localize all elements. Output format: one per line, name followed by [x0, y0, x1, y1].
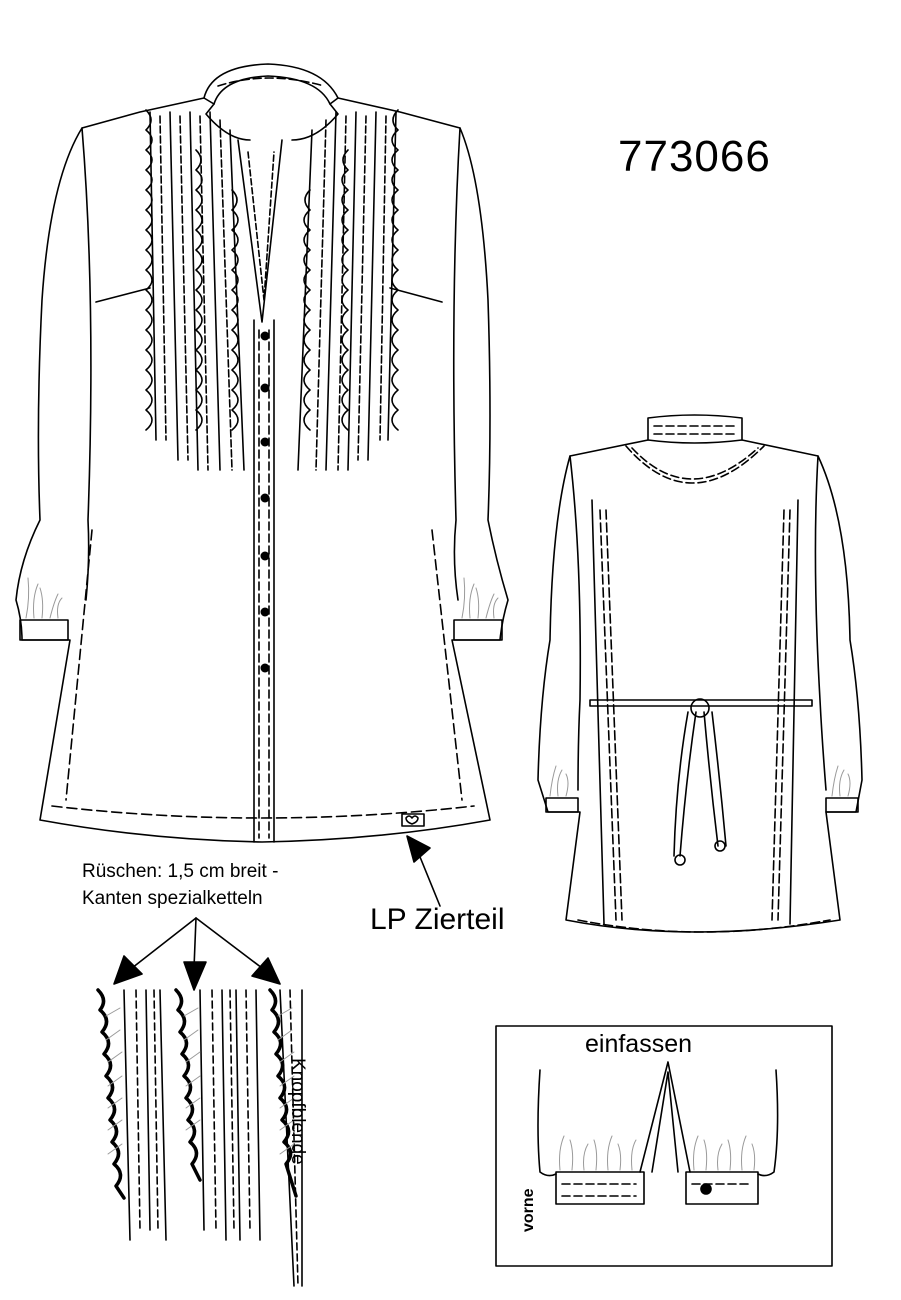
lp-arrow [406, 835, 441, 907]
front-view [15, 63, 509, 843]
front-bib-left [145, 109, 245, 471]
lp-trim-label: LP Zierteil [370, 903, 505, 936]
ruffle-detail [96, 917, 303, 1287]
lp-trim [401, 813, 425, 827]
detail-title: einfassen [585, 1030, 693, 1058]
cuff-detail-box [495, 1025, 833, 1267]
model-number: 773066 [618, 132, 771, 181]
back-belt [589, 699, 813, 707]
front-label: vorne [520, 1188, 537, 1232]
placket-label: Knopfblende [287, 1058, 308, 1165]
front-placket [253, 319, 275, 843]
front-body-outline [15, 97, 509, 843]
back-body-outline [537, 439, 863, 933]
front-buttons [260, 331, 270, 673]
front-bib-right [297, 109, 399, 471]
ruffle-arrow-mid [193, 917, 197, 969]
ruffle-note: Rüschen: 1,5 cm breit - Kanten spezialke… [82, 861, 279, 909]
ruffle-arrow-left [131, 917, 197, 969]
back-view [537, 414, 863, 933]
back-collar [647, 414, 743, 444]
ruffle-arrow-right [195, 917, 263, 969]
